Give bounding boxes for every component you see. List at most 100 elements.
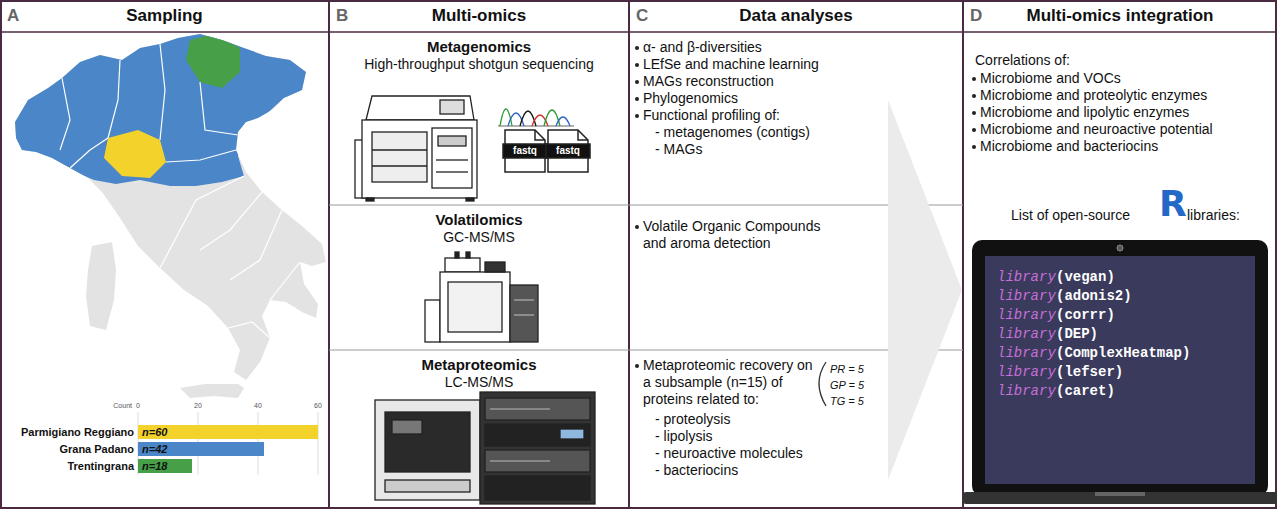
list-item: Volatile Organic Compounds and aroma det… xyxy=(643,218,843,252)
list-item: α- and β-diversities xyxy=(643,39,762,56)
list-item: Microbiome and lipolytic enzymes xyxy=(980,104,1189,121)
sample-count: GP = 5 xyxy=(830,378,864,392)
file-label: fastq xyxy=(503,144,547,158)
bullet-dot xyxy=(635,46,639,50)
tick-label: 40 xyxy=(248,402,268,410)
bullet-dot xyxy=(635,80,639,84)
section-title: Metaproteomics xyxy=(329,356,629,374)
panel-letter: D xyxy=(970,6,982,26)
list-subitem: - MAGs xyxy=(655,141,702,158)
bar-value: n=60 xyxy=(142,425,167,439)
panel: DMulti-omics integrationCorrelations of:… xyxy=(963,0,1277,509)
bullet-dot xyxy=(972,77,976,81)
r-logo: R xyxy=(1159,186,1187,222)
chart-grid xyxy=(138,412,318,475)
bullet-dot xyxy=(972,128,976,132)
code-argument: (caret) xyxy=(1056,382,1115,400)
panel-title: Multi-omics integration xyxy=(963,6,1277,26)
code-argument: (lefser) xyxy=(1056,363,1123,381)
code-argument: (vegan) xyxy=(1056,268,1115,286)
code-keyword: library xyxy=(997,344,1056,362)
list-item: Microbiome and neuroactive potential xyxy=(980,121,1213,138)
bullet-dot xyxy=(635,225,639,229)
list-subitem: - bacteriocins xyxy=(655,462,738,479)
panel-letter: B xyxy=(336,6,348,26)
tick-label: 0 xyxy=(128,402,148,410)
caption-text: libraries: xyxy=(1187,207,1240,224)
section-subtitle: GC-MS/MS xyxy=(329,229,629,246)
panel-title: Multi-omics xyxy=(329,6,629,26)
omics-section: MetagenomicsHigh-throughput shotgun sequ… xyxy=(329,33,629,205)
laptop-icon xyxy=(963,240,1277,504)
bar: n=18 xyxy=(138,459,192,473)
list-item: Microbiome and proteolytic enzymes xyxy=(980,87,1207,104)
section-title: Volatilomics xyxy=(329,211,629,229)
bracket xyxy=(819,362,826,406)
section-subtitle: LC-MS/MS xyxy=(329,374,629,391)
section-title: Metagenomics xyxy=(329,38,629,56)
list-subitem: - proteolysis xyxy=(655,411,730,428)
bullet-dot xyxy=(635,97,639,101)
list-item: Functional profiling of: xyxy=(643,107,780,124)
row-divider xyxy=(329,205,963,350)
list-subitem: - lipolysis xyxy=(655,428,713,445)
flow-arrow xyxy=(888,100,962,480)
bar-value: n=42 xyxy=(142,442,167,456)
sample-count: TG = 5 xyxy=(830,394,864,408)
sample-count: PR = 5 xyxy=(830,362,864,376)
bullet-dot xyxy=(635,364,639,368)
list-item: Microbiome and bacteriocins xyxy=(980,138,1158,155)
bullet-dot xyxy=(972,145,976,149)
chromatogram-icon xyxy=(498,109,574,126)
bar: n=42 xyxy=(138,442,264,456)
code-keyword: library xyxy=(997,325,1056,343)
gc-ms-icon xyxy=(425,252,538,342)
category-label: Trentingrana xyxy=(8,459,134,473)
category-label: Grana Padano xyxy=(8,442,134,456)
bullet-dot xyxy=(635,114,639,118)
section-subtitle: High-throughput shotgun sequencing xyxy=(329,56,629,73)
sequencer-icon xyxy=(355,96,477,201)
code-argument: (corrr) xyxy=(1056,306,1115,324)
bar: n=60 xyxy=(138,425,318,439)
list-item: Microbiome and VOCs xyxy=(980,70,1121,87)
code-keyword: library xyxy=(997,363,1056,381)
list-item: Metaproteomic recovery on a subsample (n… xyxy=(643,357,813,408)
code-screen: library(vegan)library(adonis2)library(co… xyxy=(985,256,1255,484)
lc-ms-icon xyxy=(375,392,595,504)
omics-section: VolatilomicsGC-MS/MS xyxy=(329,206,629,350)
tick-label: 60 xyxy=(308,402,328,410)
panel-title: Sampling xyxy=(0,6,329,26)
omics-section: MetaproteomicsLC-MS/MS xyxy=(329,351,629,509)
code-argument: (DEP) xyxy=(1056,325,1098,343)
list-subitem: - metagenomes (contigs) xyxy=(655,124,810,141)
analysis-section: Volatile Organic Compounds and aroma det… xyxy=(629,206,884,350)
category-label: Parmigiano Reggiano xyxy=(8,425,134,439)
file-icon xyxy=(503,130,590,172)
bullet-dot xyxy=(635,63,639,67)
bar-value: n=18 xyxy=(142,459,167,473)
list-item: MAGs reconstruction xyxy=(643,73,774,90)
caption-text: List of open-source xyxy=(1011,207,1130,224)
bullet-dot xyxy=(972,111,976,115)
list-subitem: - neuroactive molecules xyxy=(655,445,803,462)
bullet-dot xyxy=(972,94,976,98)
panel: BMulti-omicsMetagenomicsHigh-throughput … xyxy=(329,0,629,509)
list-item: Phylogenomics xyxy=(643,90,738,107)
code-keyword: library xyxy=(997,268,1056,286)
code-keyword: library xyxy=(997,306,1056,324)
file-label: fastq xyxy=(546,144,590,158)
code-keyword: library xyxy=(997,287,1056,305)
list-heading: Correlations of: xyxy=(975,52,1070,69)
analysis-section: α- and β-diversitiesLEfSe and machine le… xyxy=(629,33,884,205)
axis-title: Count xyxy=(92,402,132,410)
panel-title: Data analyses xyxy=(629,6,963,26)
list-item: LEfSe and machine learning xyxy=(643,56,819,73)
code-argument: (adonis2) xyxy=(1056,287,1132,305)
code-keyword: library xyxy=(997,382,1056,400)
code-argument: (ComplexHeatmap) xyxy=(1056,344,1190,362)
italy-map xyxy=(0,0,330,400)
panel-letter: A xyxy=(7,6,19,26)
